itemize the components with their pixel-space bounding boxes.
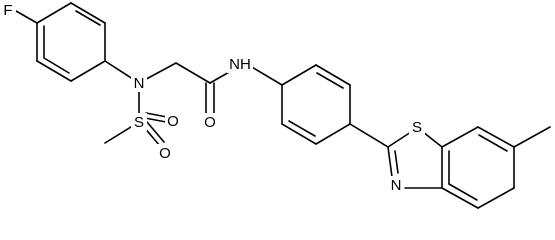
bond [15, 10, 38, 24]
atom-s-thiazole: S [409, 118, 425, 136]
atom-label-mask [131, 113, 147, 131]
bonds [15, 2, 551, 209]
bond [146, 121, 165, 143]
atom-f: F [0, 1, 16, 19]
bond [316, 72, 344, 89]
bond [477, 126, 515, 148]
atom-label-o: O [204, 114, 216, 131]
bond [394, 150, 399, 174]
atom-o-sulfonyl-1: O [165, 112, 181, 130]
atom-labels: F N S O O O NH S [0, 1, 425, 194]
atom-n-thiazole: N [388, 176, 404, 194]
bond [145, 112, 168, 118]
atom-label-mask [157, 144, 173, 162]
atom-label-f: F [3, 2, 12, 19]
bond [478, 134, 508, 152]
atom-o-carbonyl: O [202, 113, 218, 131]
bond [422, 131, 443, 148]
atom-label-mask [202, 113, 218, 131]
atom-label-mask [388, 176, 404, 194]
atom-label-mask [165, 112, 181, 130]
bond [70, 2, 106, 24]
atom-o-sulfonyl-2: O [157, 144, 173, 162]
bond [441, 126, 479, 148]
atom-label-s: S [134, 114, 144, 131]
atom-label-o: O [159, 145, 171, 162]
atom-s-sulfonyl: S [131, 113, 147, 131]
atom-nh-amide: NH [227, 55, 253, 73]
atom-n-sulfonamide: N [131, 74, 147, 92]
bond [43, 57, 70, 74]
bond [36, 2, 72, 24]
bond [315, 64, 351, 86]
atom-label-mask [0, 1, 16, 19]
bond [387, 131, 412, 148]
atom-label-s: S [412, 119, 422, 136]
bond [70, 60, 106, 82]
atom-label-mask [131, 74, 147, 92]
atom-label-o: O [167, 113, 179, 130]
atom-label-mask [227, 55, 253, 73]
bond [36, 60, 72, 82]
molecule-structure: F N S O O O NH S [0, 1, 551, 209]
bond [448, 183, 478, 201]
atom-label-h: H [240, 56, 251, 73]
bond [281, 64, 317, 86]
bond [175, 62, 211, 84]
bond [75, 10, 101, 26]
atom-label-n: N [391, 177, 402, 194]
atom-label-n: N [229, 56, 240, 73]
bond [288, 120, 316, 137]
atom-label-mask [409, 118, 425, 136]
bond [513, 126, 551, 148]
bond [144, 117, 167, 123]
bond [315, 123, 351, 145]
bond [441, 187, 479, 209]
bond [387, 146, 393, 178]
bond [349, 123, 389, 148]
bond [281, 123, 317, 145]
atom-label-nh: NH [229, 56, 251, 73]
atom-label-n: N [134, 75, 145, 92]
bond [477, 187, 515, 209]
